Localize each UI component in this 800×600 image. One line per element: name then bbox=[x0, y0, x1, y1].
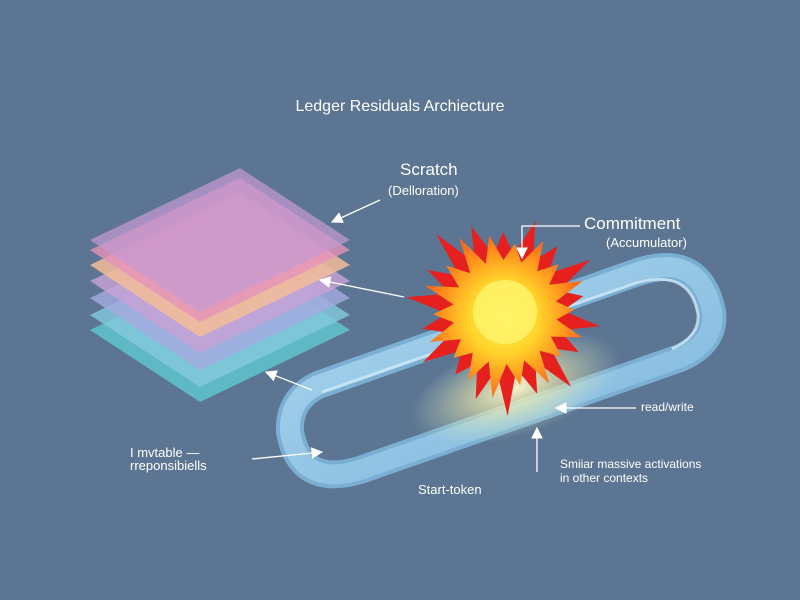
commitment-label: Commitment bbox=[584, 214, 681, 233]
arrow-ring-to-stack bbox=[264, 370, 313, 391]
similar-line-2: in other contexts bbox=[560, 471, 649, 485]
immutable-line-2: rreponsibiells bbox=[130, 458, 207, 473]
arrow-immutable bbox=[251, 447, 324, 460]
immutable-label: I mvtable — rreponsibiells bbox=[130, 446, 207, 472]
diagram-title: Ledger Residuals Archiecture bbox=[295, 98, 505, 115]
connector-arrows bbox=[251, 199, 636, 472]
arrow-scratch bbox=[330, 199, 381, 223]
immutable-line-1: I mvtable — bbox=[130, 445, 200, 460]
scratch-layer-stack bbox=[90, 168, 350, 402]
read-write-label: read/write bbox=[641, 400, 694, 414]
similar-activations-label: Smiiar massive activations in other cont… bbox=[560, 457, 701, 485]
scratch-label: Scratch bbox=[400, 160, 458, 179]
scratch-sublabel: (Delloration) bbox=[388, 183, 459, 198]
start-token-label: Start-token bbox=[418, 482, 482, 497]
arrow-burst-to-stack bbox=[318, 276, 405, 298]
commitment-sublabel: (Accumulator) bbox=[606, 235, 687, 250]
layer-1 bbox=[90, 168, 350, 312]
commitment-burst bbox=[406, 221, 600, 416]
arrow-commitment bbox=[516, 225, 580, 260]
similar-line-1: Smiiar massive activations bbox=[560, 457, 702, 471]
ledger-ring bbox=[275, 253, 727, 489]
